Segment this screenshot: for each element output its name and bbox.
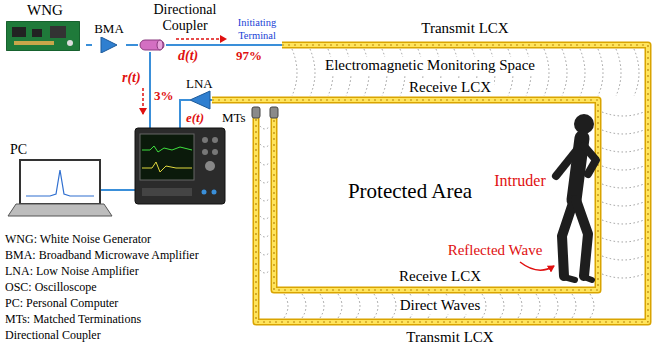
wave-label: Direct Waves bbox=[397, 297, 484, 314]
wave-label: Reflected Wave bbox=[448, 242, 543, 259]
power-ratio: 97% bbox=[236, 48, 262, 63]
cable-name: Receive LCX bbox=[406, 79, 494, 96]
circuit-board bbox=[6, 21, 80, 51]
abbreviation-note: MTs: Matched Terminations bbox=[5, 312, 141, 326]
power-ratio: 3% bbox=[154, 88, 174, 103]
reflected-wave-arrow bbox=[520, 262, 554, 270]
signal-name: r(t) bbox=[122, 70, 141, 86]
region-name: Protected Area bbox=[348, 180, 472, 203]
node-label: Directional Coupler bbox=[138, 2, 232, 34]
part-name: MTs bbox=[222, 110, 246, 125]
coupler-symbol bbox=[138, 37, 166, 53]
abbreviation-note: WNG: White Noise Generator bbox=[5, 232, 151, 246]
node-label: WNG bbox=[4, 2, 86, 19]
signal-name: e(t) bbox=[186, 110, 204, 125]
abbreviation-note: BMA: Broadband Microwave Amplifier bbox=[5, 248, 199, 262]
amplifier-node: BMA bbox=[92, 21, 126, 53]
part-name: LNA bbox=[186, 76, 213, 91]
amplifier-triangle bbox=[92, 37, 126, 53]
abbreviation-note: PC: Personal Computer bbox=[5, 296, 118, 310]
cable-name: Receive LCX bbox=[396, 268, 484, 285]
cable-name: Transmit LCX bbox=[421, 20, 508, 37]
signal-name: d(t) bbox=[178, 48, 198, 64]
laptop bbox=[8, 160, 112, 216]
leaky-coaxial-cables bbox=[212, 45, 648, 322]
coupler-node: Directional Coupler bbox=[138, 2, 232, 54]
lna-symbol bbox=[190, 91, 210, 109]
part-name: PC bbox=[10, 142, 27, 158]
node-label: BMA bbox=[92, 21, 126, 36]
region-name: Electromagnetic Monitoring Space bbox=[322, 57, 538, 74]
field-arcs bbox=[260, 49, 644, 318]
matched-terminations bbox=[252, 107, 278, 118]
abbreviation-note: LNA: Low Noise Amplifier bbox=[5, 264, 139, 278]
abbreviation-note: Directional Coupler bbox=[5, 328, 101, 342]
generator-board: WNG bbox=[4, 2, 86, 52]
terminal-label: Initiating Terminal bbox=[230, 16, 284, 42]
cable-name: Transmit LCX bbox=[406, 329, 493, 346]
intruder-label: Intruder bbox=[494, 172, 546, 190]
intruder-figure bbox=[556, 114, 596, 280]
abbreviation-note: OSC: Oscilloscope bbox=[5, 280, 97, 294]
signal-wire bbox=[126, 44, 138, 46]
oscilloscope bbox=[135, 128, 225, 204]
signal-wire bbox=[86, 44, 92, 46]
